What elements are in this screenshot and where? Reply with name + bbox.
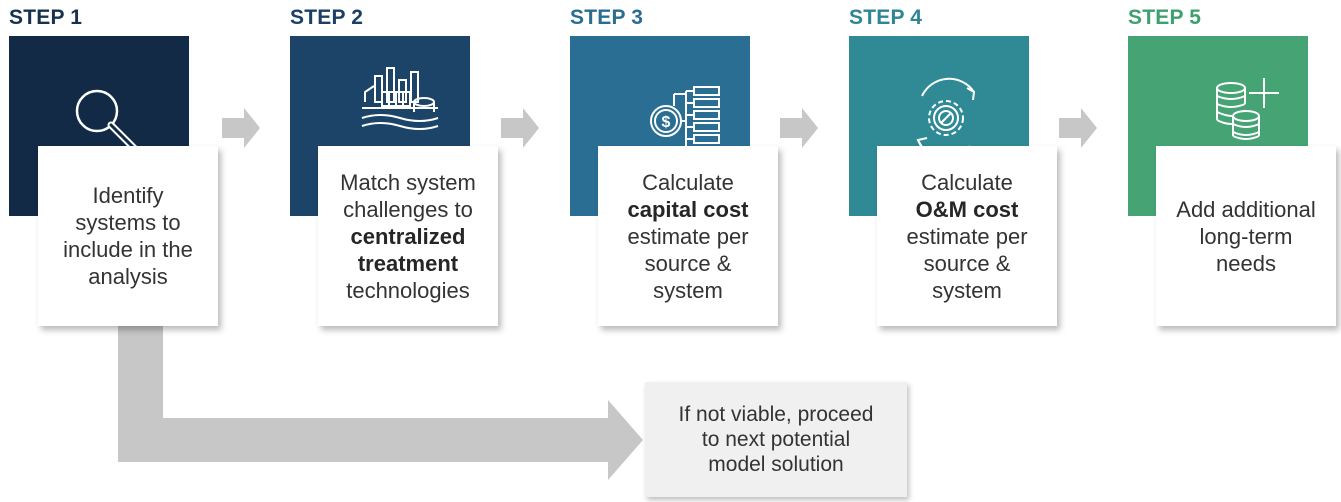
step-5-card: Add additional long-term needs	[1156, 146, 1336, 326]
chevron-arrow-1	[222, 108, 260, 148]
step-1-title: STEP 1	[9, 6, 83, 29]
fallback-line-3: model solution	[708, 453, 844, 476]
step-2-title: STEP 2	[290, 6, 364, 29]
step-3-line-2: capital cost	[627, 196, 749, 222]
step-3-line-5: system	[653, 277, 723, 303]
step-2-card: Match system challenges to centralized t…	[318, 146, 498, 326]
step-4-line-1: Calculate	[921, 169, 1013, 195]
step-1-card: Identify systems to include in the analy…	[38, 146, 218, 326]
fallback-box: If not viable, proceed to next potential…	[645, 382, 907, 497]
step-4-line-3: estimate per	[906, 223, 1028, 249]
step-1-line-1: Identify	[92, 183, 164, 208]
step-5-line-2: long-term	[1199, 223, 1293, 249]
step-2-line-5: technologies	[346, 277, 470, 303]
chevron-arrow-3	[780, 108, 818, 148]
step-4-line-5: system	[932, 277, 1002, 303]
chevron-arrow-4	[1059, 108, 1097, 148]
step-3-line-1: Calculate	[642, 169, 734, 195]
step-2-line-2: challenges to	[343, 196, 473, 222]
fallback-line-1: If not viable, proceed	[678, 403, 874, 426]
step-2-line-4: treatment	[357, 250, 459, 276]
step-2-line-1: Match system	[340, 169, 476, 195]
step-5-title: STEP 5	[1128, 6, 1202, 29]
step-3-line-3: estimate per	[627, 223, 749, 249]
step-5-line-1: Add additional	[1176, 196, 1316, 222]
step-2-line-3: centralized	[350, 223, 466, 249]
step-1-line-4: analysis	[88, 264, 168, 289]
step-4-line-2: O&M cost	[915, 196, 1019, 222]
step-3-title: STEP 3	[570, 6, 644, 29]
step-1-line-2: systems to	[75, 210, 181, 235]
step-1-line-3: include in the	[63, 237, 193, 262]
fallback-line-2: to next potential	[701, 428, 851, 451]
step-4-card: Calculate O&M cost estimate per source &…	[877, 146, 1057, 326]
step-3-card: Calculate capital cost estimate per sour…	[598, 146, 778, 326]
step-4-title: STEP 4	[849, 6, 923, 29]
step-3-line-4: source &	[644, 250, 732, 276]
step-5-line-3: needs	[1216, 250, 1276, 276]
step-4-line-4: source &	[923, 250, 1011, 276]
svg-text:$: $	[662, 114, 671, 131]
chevron-arrow-2	[501, 108, 539, 148]
